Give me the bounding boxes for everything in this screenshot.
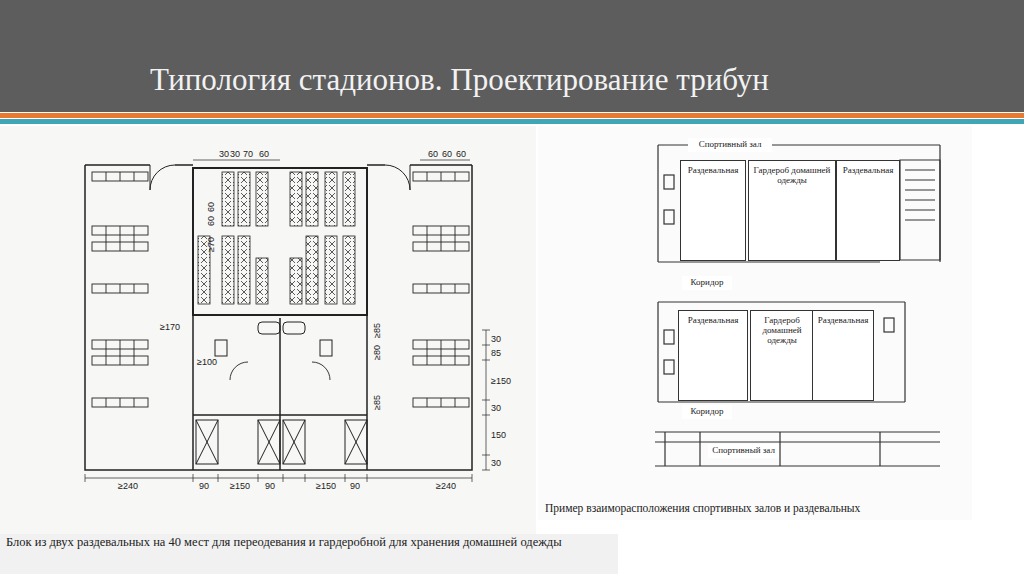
dimension-label: 30	[491, 334, 501, 344]
dimension-label: 90	[265, 481, 275, 491]
room-box: Раздевальная	[680, 160, 746, 261]
dimension-label: 30	[491, 403, 501, 413]
space-band: Спортивный зал	[708, 444, 779, 458]
figure-caption: Пример взаиморасположения спортивных зал…	[545, 503, 860, 513]
dimension-label: ≥170	[160, 322, 180, 332]
room-box: Раздевальная	[678, 310, 748, 401]
dimension-label: 60	[442, 149, 452, 159]
room-box: Раздевальная	[812, 310, 874, 401]
slide-title: Типология стадионов. Проектирование триб…	[150, 62, 769, 98]
dimension-label: ≥150	[316, 481, 336, 491]
room-box: Раздевальная	[836, 160, 900, 261]
room-name: Раздевальная	[841, 161, 896, 179]
room-name: Коридор	[689, 405, 726, 417]
room-name: Раздевальная	[816, 311, 871, 329]
dimension-label: ≥150	[491, 376, 511, 386]
dimension-label: 60	[456, 149, 466, 159]
room-name: Спортивный зал	[697, 138, 764, 150]
room-box: Гардероб домашней одежды	[748, 160, 836, 261]
dimension-label: 60	[259, 149, 269, 159]
figure-caption: Блок из двух раздевальных на 40 мест для…	[6, 535, 616, 550]
dimension-label: ≥150	[230, 481, 250, 491]
caption-ground	[0, 534, 618, 574]
dimension-label: 150	[491, 430, 506, 440]
room-name: Раздевальная	[686, 311, 741, 329]
left-scan-ground	[0, 126, 536, 534]
dimension-label: 70	[243, 149, 253, 159]
dimension-label: ≥240	[436, 481, 456, 491]
dimension-label: 30	[230, 149, 240, 159]
dimension-label: ≥85	[372, 395, 382, 410]
right-scan-ground	[538, 126, 972, 520]
room-name: Коридор	[689, 276, 726, 288]
dimension-label: 60	[206, 202, 216, 212]
dimension-label: 90	[199, 481, 209, 491]
dimension-label: ≥100	[197, 357, 217, 367]
dimension-label: 85	[491, 348, 501, 358]
teal-stripe	[0, 119, 1024, 124]
room-name: Гардероб домашней одежды	[751, 311, 813, 349]
dimension-label: ≥70	[206, 237, 216, 252]
room-name: Спортивный зал	[710, 444, 777, 456]
dimension-label: 90	[350, 481, 360, 491]
dimension-label: 30	[219, 149, 229, 159]
changing-block-plan	[85, 160, 490, 482]
room-name: Раздевальная	[686, 161, 741, 179]
room-box: Гардероб домашней одежды	[750, 310, 814, 401]
room-name: Гардероб домашней одежды	[749, 161, 835, 189]
dimension-label: 60	[206, 216, 216, 226]
dimension-label: ≥80	[372, 345, 382, 360]
space-band: Коридор	[682, 405, 732, 419]
dimension-label: 60	[428, 149, 438, 159]
orange-stripe	[0, 113, 1024, 118]
dimension-label: ≥85	[372, 323, 382, 338]
dimension-label: ≥240	[118, 481, 138, 491]
header-band	[0, 0, 1024, 112]
gym-layout-plan	[655, 145, 940, 466]
space-band: Коридор	[682, 276, 732, 290]
space-band: Спортивный зал	[688, 138, 772, 152]
dimension-label: 30	[491, 458, 501, 468]
